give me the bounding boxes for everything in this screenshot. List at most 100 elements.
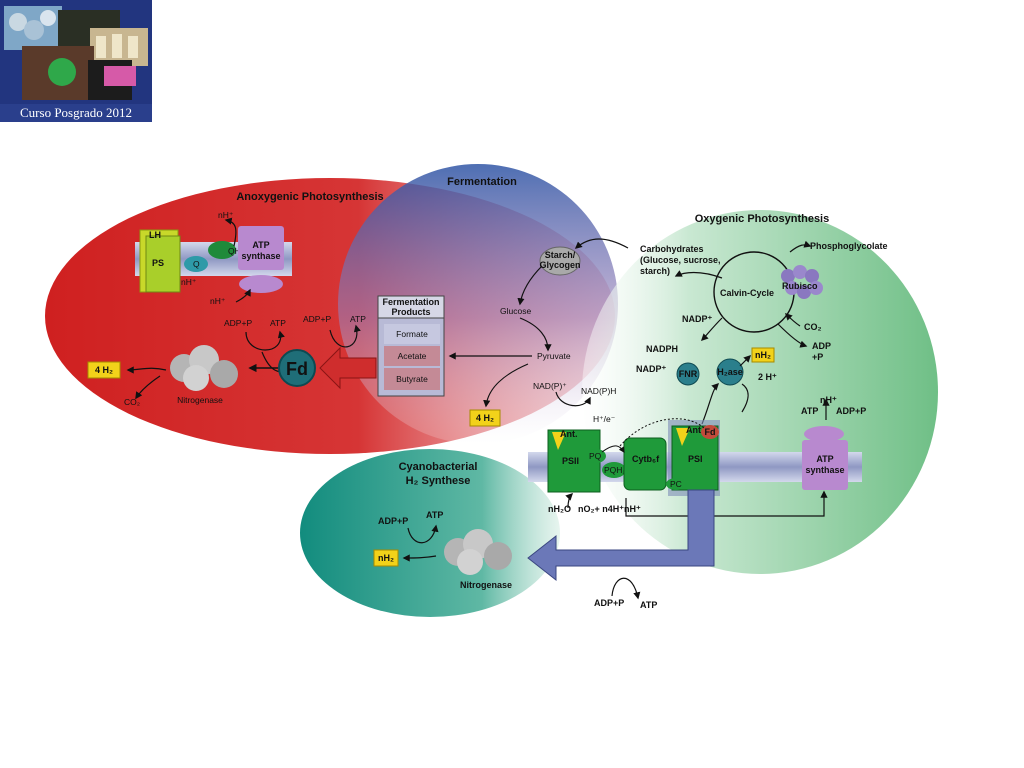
pyruvate-label: Pyruvate [537, 351, 571, 361]
nadph-ferm-label: NAD(P)H [581, 386, 616, 396]
pc-label: PC [670, 479, 682, 489]
nadph-oxy-label: NADPH [646, 344, 678, 354]
nitrogenase-to-co2-arrow [135, 375, 161, 400]
psi-to-nitrogenase-arrow [527, 489, 715, 582]
adp-p-cyano-label: ADP+P [378, 516, 408, 526]
atp-cycle-arrow-anox-2 [329, 324, 361, 348]
nitrogenase-cyano [444, 529, 512, 575]
quinone-carrier [184, 256, 208, 272]
pc-carrier [666, 478, 686, 490]
cytb6f-label: Cytb₆f [632, 454, 660, 464]
adp-p-bottom-label: ADP+P [594, 598, 624, 608]
anox-proton-arrow [224, 217, 237, 247]
h2-ferm-label: 4 H₂ [476, 413, 494, 423]
calvin-to-adp-arrow [777, 323, 808, 348]
pqh2-label: PQH₂ [604, 465, 626, 475]
light-arrow-psii [552, 432, 566, 450]
h2-box-anox [87, 361, 121, 379]
formate-label: Formate [396, 329, 428, 339]
atp-synthase-anox-head [239, 275, 283, 293]
acetate-label: Acetate [398, 351, 427, 361]
cyanobacterial-title-line1: Cyanobacterial [399, 461, 478, 473]
starch-glycogen [539, 246, 581, 276]
nadp-ferm-label: NAD(P)⁺ [533, 381, 567, 391]
nh-top-label: nH⁺ [218, 210, 234, 220]
adp-p-anox: ADP+P [224, 318, 252, 328]
atp-cycle-arrow-anox [245, 330, 285, 351]
atp-synthase-anox [238, 226, 284, 270]
glucose-to-pyruvate-arrow [519, 317, 552, 352]
butyrate-cell [384, 368, 440, 390]
cyanobacterial-title-line2: H₂ Synthese [406, 475, 471, 487]
fermentation-title: Fermentation [447, 176, 517, 188]
atp-oxy-label: ATP [801, 406, 818, 416]
nh2-box-cyano [373, 549, 399, 567]
nitrogenase-to-h2-cyano-arrow [402, 554, 437, 562]
calvin-to-carbs-arrow [674, 270, 723, 279]
fd-anox-label: Fd [286, 359, 308, 379]
cytb6f-complex [623, 437, 667, 491]
psi-label: PSI [688, 454, 703, 464]
fermentation-products-title1: Fermentation [382, 297, 439, 307]
electron-flow-dotted [619, 418, 705, 447]
thumbnail-collage [0, 0, 152, 104]
pqh2-carrier [602, 462, 626, 478]
co2-oxy-label: CO₂ [804, 322, 822, 332]
lh-label: LH [149, 230, 161, 240]
nh2-oxy-label: nH₂ [755, 350, 771, 360]
qh2-label: QH₂ [228, 246, 244, 256]
nitrogenase-cyano-label: Nitrogenase [460, 580, 512, 590]
carbs-to-starch-arrow [574, 238, 629, 249]
pq-carrier [586, 449, 606, 463]
ant-psii-label: Ant. [560, 429, 578, 439]
ant-psi-label: Ant. [686, 425, 704, 435]
q-label: Q [193, 259, 200, 269]
h2ase-loop [741, 383, 749, 413]
h2-anox-label: 4 H₂ [95, 365, 113, 375]
atp-cycle-bottom-arrow [611, 577, 641, 600]
h-e-label: H⁺/e⁻ [593, 414, 616, 424]
o2-h-label: nO₂+ n4H⁺ [578, 504, 624, 514]
acetate-cell [384, 346, 440, 366]
h2ase-label: H₂ase [717, 367, 743, 377]
h2-box-ferm [469, 409, 501, 427]
adp-p-oxy-label: ADP+P [836, 406, 866, 416]
light-arrow-psi [676, 428, 690, 446]
rubisco-complex [781, 265, 823, 299]
anox-proton-arrow-2 [235, 288, 251, 303]
co2-anox-label: CO₂ [124, 397, 140, 407]
co2-in-arrow [784, 312, 801, 327]
starch-label: Starch/ [545, 250, 576, 260]
butyrate-label: Butyrate [396, 374, 428, 384]
atp-synthase-oxy [802, 440, 848, 490]
carbohydrates-label2: (Glucose, sucrose, [640, 255, 721, 265]
psii-label: PSII [562, 456, 579, 466]
starch-to-glucose-arrow [517, 265, 543, 306]
fd-oxy-carrier [701, 425, 719, 439]
fermentation-products-title2: Products [391, 307, 430, 317]
atp-synthase-anox-label2: synthase [241, 251, 280, 261]
glucose-label: Glucose [500, 306, 531, 316]
nad-cycle-arrow [555, 391, 591, 407]
fermentation-to-fd-arrow [319, 346, 377, 390]
nadp-oxy-label: NADP⁺ [682, 314, 713, 324]
fd-oxy-label: Fd [705, 427, 716, 437]
calvin-nadph-arrow [700, 317, 723, 342]
atp-synthase-anox-label1: ATP [252, 240, 269, 250]
pq-to-cyt-arrow [601, 445, 625, 453]
anoxygenic-title: Anoxygenic Photosynthesis [236, 191, 383, 203]
pyruvate-to-h2-arrow [483, 363, 529, 408]
adp-p-anox-2: ADP+P [303, 314, 331, 324]
atp-synthase-oxy-head [804, 426, 844, 442]
oxygenic-region [582, 210, 938, 574]
atp-cycle-cyano-arrow [407, 524, 439, 544]
cyanobacterial-region [300, 449, 560, 617]
nitrogenase-anox-label: Nitrogenase [177, 395, 223, 405]
fnr-enzyme [676, 362, 700, 386]
nh-out-label: nH⁺ [624, 504, 641, 514]
two-h-label: 2 H⁺ [758, 372, 777, 382]
glycogen-label: Glycogen [539, 260, 580, 270]
h2ase-to-h2-arrow [739, 354, 752, 367]
oxygenic-title: Oxygenic Photosynthesis [695, 213, 829, 225]
